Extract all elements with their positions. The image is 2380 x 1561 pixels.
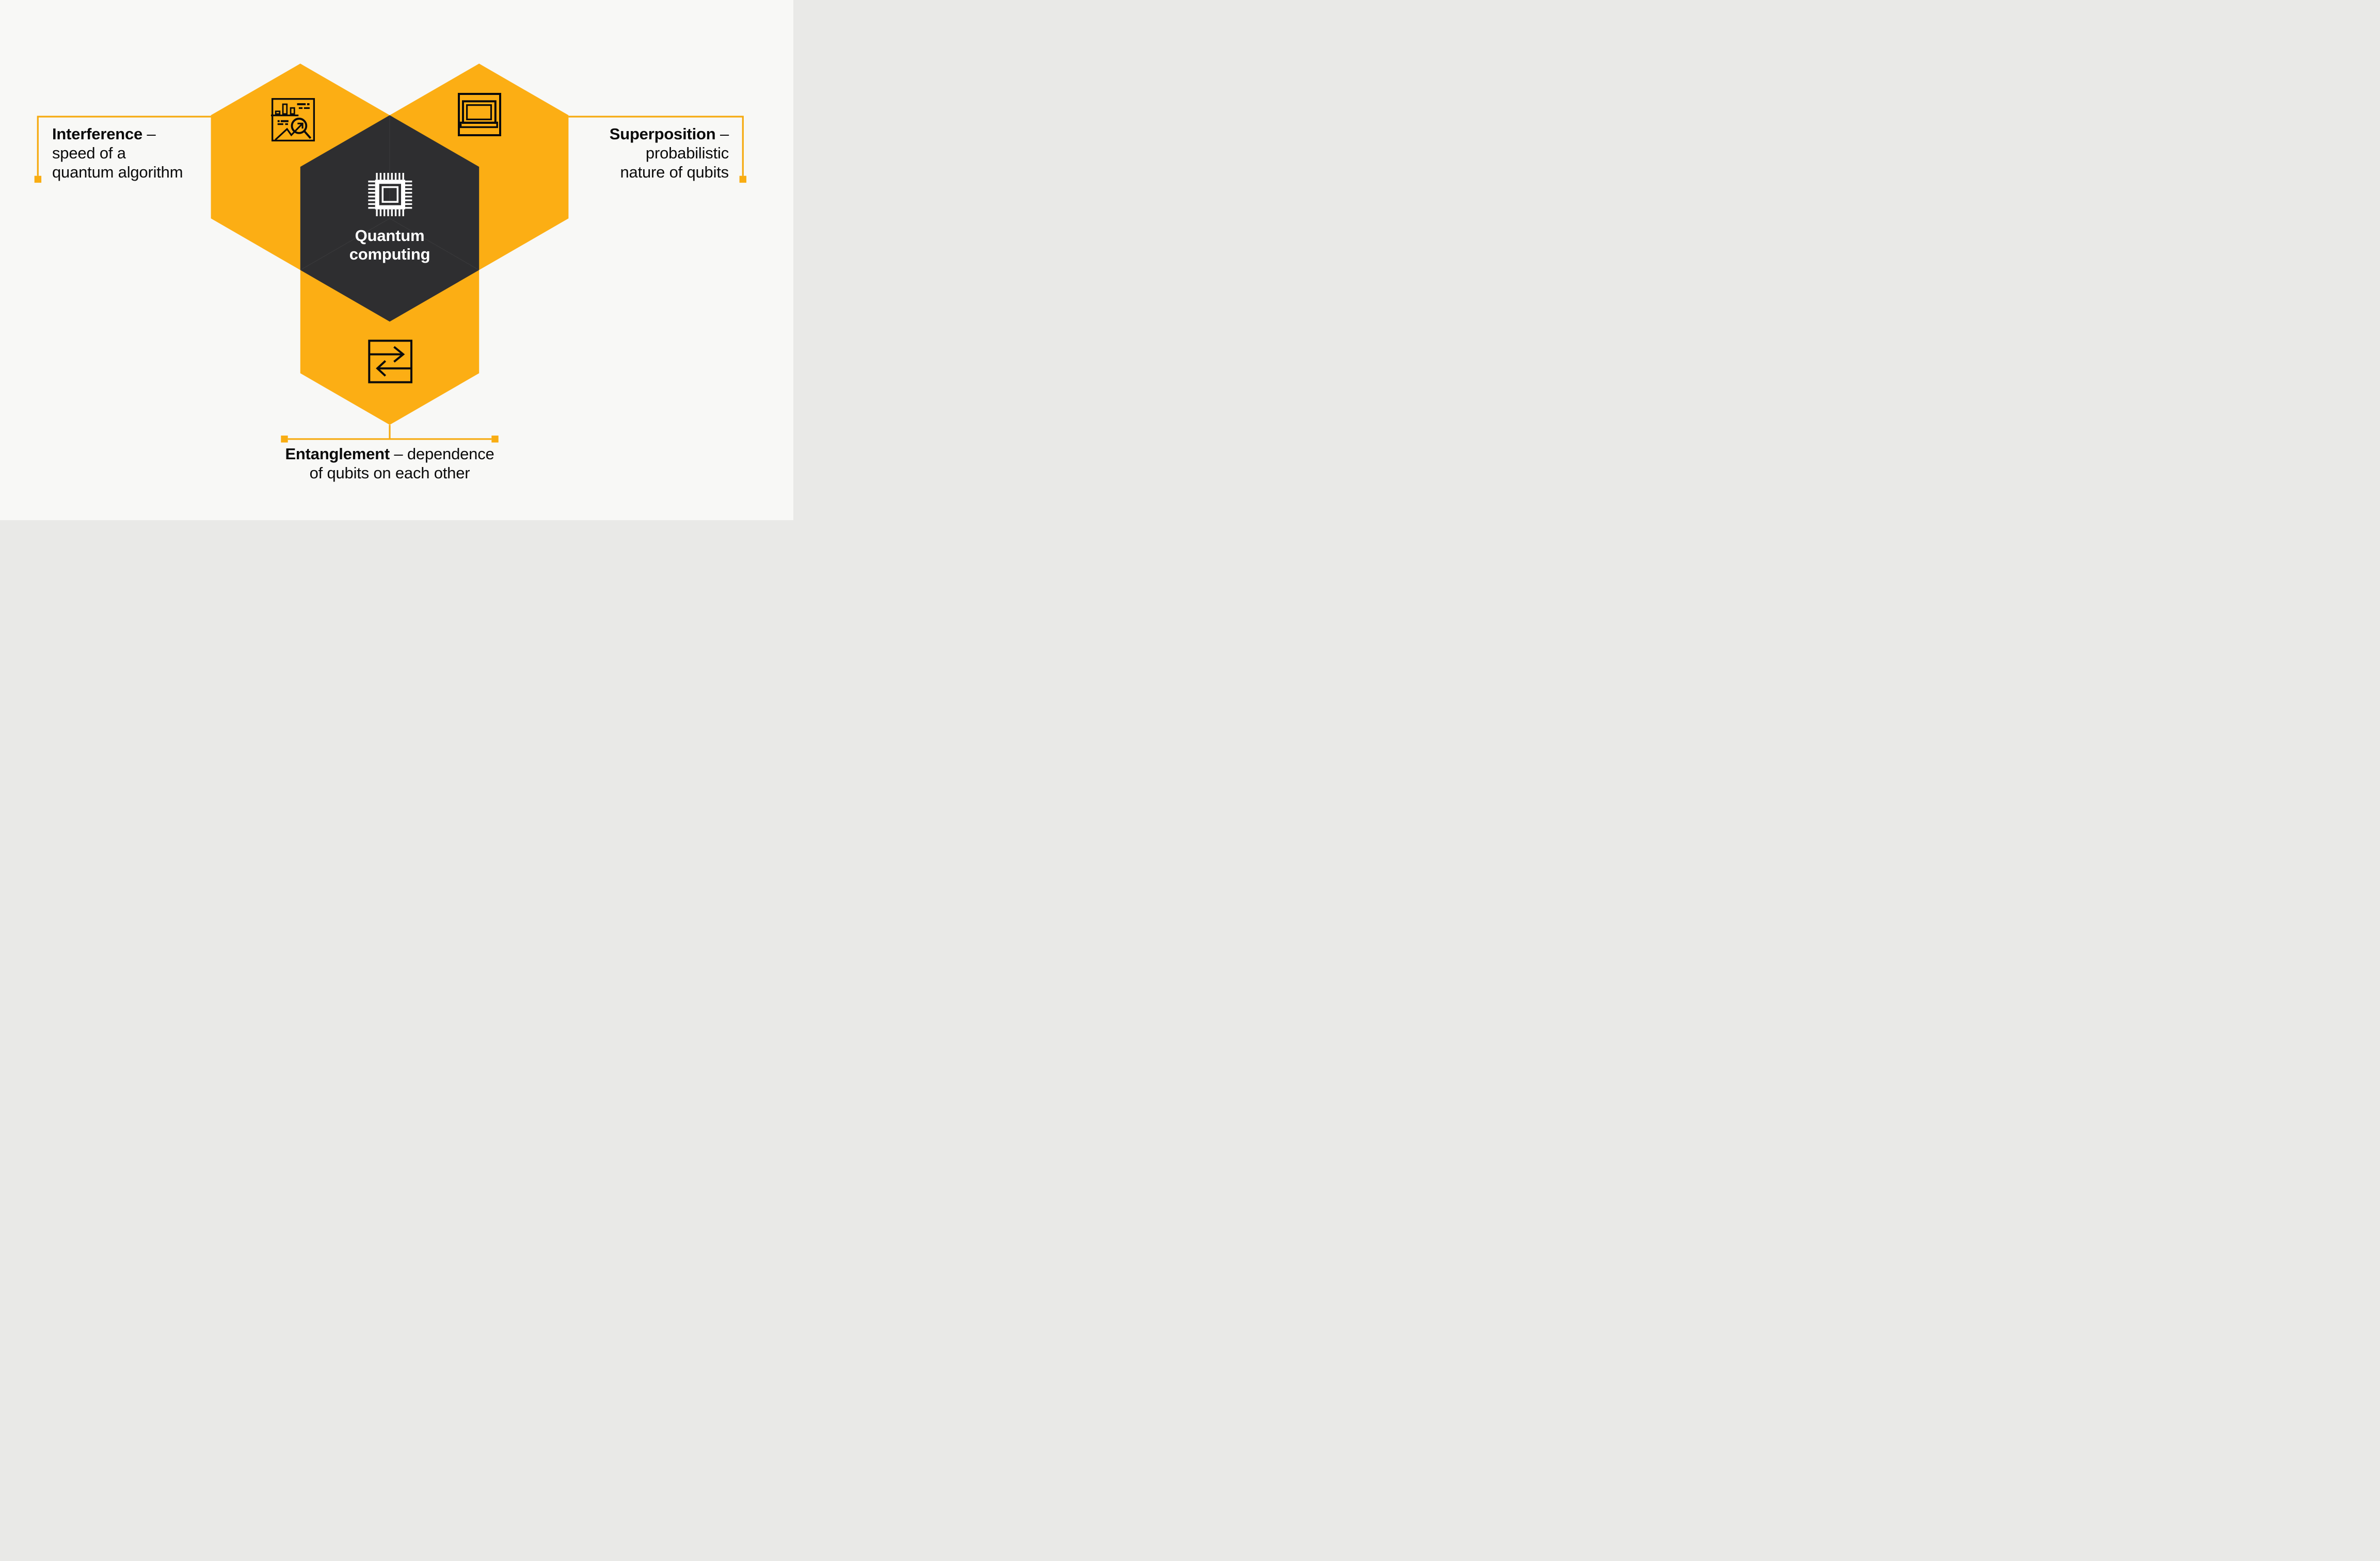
label-interference-term: Interference (52, 125, 143, 143)
label-superposition-line3: nature of qubits (620, 163, 729, 181)
hexagon-quantum-computing (300, 115, 480, 322)
connector-superposition (568, 116, 746, 183)
label-interference-line2: speed of a (52, 144, 126, 162)
connector-interference (34, 116, 211, 183)
chip-icon (368, 172, 412, 217)
center-title: Quantum computing (312, 227, 467, 264)
label-entanglement-line1: Entanglement – dependence (285, 445, 494, 463)
connector-end-square (34, 175, 42, 183)
label-entanglement-term: Entanglement (285, 445, 390, 463)
label-superposition: Superposition – probabilistic nature of … (610, 124, 729, 182)
label-interference-line3: quantum algorithm (52, 163, 183, 181)
label-superposition-line2: probabilistic (645, 144, 729, 162)
label-interference: Interference – speed of a quantum algori… (52, 124, 183, 182)
connector-entanglement (281, 425, 499, 443)
center-title-line2: computing (349, 245, 430, 263)
laptop-icon (458, 93, 501, 136)
connector-end-square (491, 436, 499, 443)
label-superposition-term: Superposition (609, 125, 716, 143)
swap-arrows-icon (368, 340, 412, 383)
label-entanglement: Entanglement – dependence of qubits on e… (235, 444, 545, 482)
connector-end-square (281, 436, 288, 443)
connector-end-square (739, 175, 746, 183)
label-entanglement-line2: of qubits on each other (309, 464, 470, 482)
center-title-line1: Quantum (355, 227, 425, 245)
quantum-computing-infographic: Interference – speed of a quantum algori… (0, 0, 793, 520)
diagram-graphics (34, 63, 746, 443)
label-superposition-line1: Superposition – (609, 125, 729, 143)
label-interference-line1: Interference – (52, 125, 156, 143)
analytics-report-icon (271, 98, 315, 142)
